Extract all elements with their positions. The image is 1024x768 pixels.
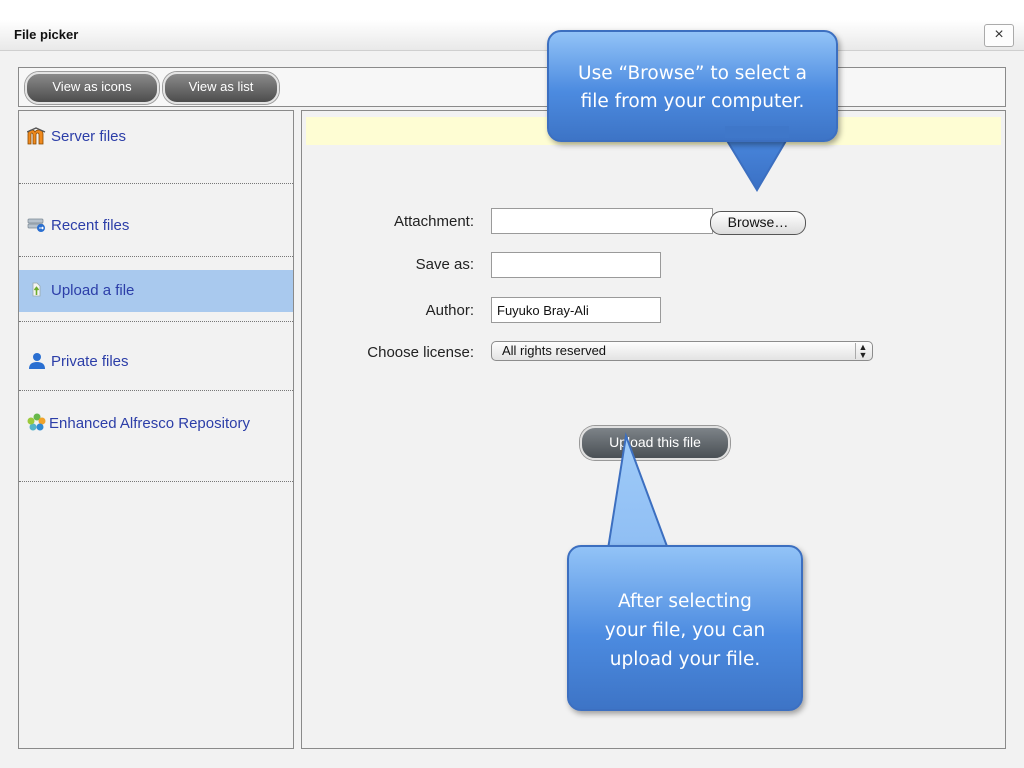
sidebar-item-server-files[interactable]: Server files xyxy=(19,111,293,184)
title-bar: File picker × xyxy=(0,20,1024,51)
browse-button[interactable]: Browse… xyxy=(710,211,806,235)
selected-highlight xyxy=(19,270,293,312)
sidebar-item-upload-a-file[interactable]: Upload a file xyxy=(19,257,293,322)
sidebar-item-private-files[interactable]: Private files xyxy=(19,322,293,391)
view-as-list-button[interactable]: View as list xyxy=(163,72,279,104)
upload-file-button[interactable]: Upload this file xyxy=(580,426,730,460)
sidebar-item-label: Enhanced Alfresco Repository xyxy=(49,415,250,432)
view-as-icons-button[interactable]: View as icons xyxy=(25,72,159,104)
sidebar-item-recent-files[interactable]: Recent files xyxy=(19,184,293,257)
author-field[interactable] xyxy=(491,297,661,323)
repository-sidebar: Server files Recent files U xyxy=(18,110,294,749)
callout-line: Use “Browse” to select a xyxy=(578,63,807,84)
upload-hint-callout: After selecting your file, you can uploa… xyxy=(567,545,803,711)
alfresco-icon xyxy=(27,413,46,431)
moodle-icon xyxy=(27,127,46,145)
callout-line: upload your file. xyxy=(609,649,761,670)
browse-hint-callout: Use “Browse” to select a file from your … xyxy=(547,30,838,142)
author-label: Author: xyxy=(425,302,474,319)
sidebar-item-label: Server files xyxy=(51,127,127,145)
save-as-field[interactable] xyxy=(491,252,661,278)
license-select[interactable]: All rights reserved ▲▼ xyxy=(491,341,873,361)
view-toolbar: View as icons View as list xyxy=(18,67,1006,107)
file-picker-dialog: File picker × View as icons View as list… xyxy=(0,20,1024,768)
close-button[interactable]: × xyxy=(984,24,1014,47)
dialog-title: File picker xyxy=(14,27,79,42)
sidebar-item-label: Recent files xyxy=(51,216,130,234)
attachment-label: Attachment: xyxy=(393,213,474,230)
sidebar-item-enhanced-alfresco-repository[interactable]: Enhanced Alfresco Repository xyxy=(19,391,293,482)
save-as-label: Save as: xyxy=(415,256,474,273)
close-icon: × xyxy=(994,26,1004,43)
license-label: Choose license: xyxy=(367,344,474,361)
license-select-value: All rights reserved xyxy=(502,343,607,358)
attachment-field[interactable] xyxy=(491,208,713,234)
sidebar-item-label: Upload a file xyxy=(51,281,135,299)
select-arrows-icon: ▲▼ xyxy=(855,343,870,360)
upload-icon xyxy=(32,282,41,297)
callout-line: your file, you can xyxy=(604,620,766,641)
callout-line: After selecting xyxy=(618,591,752,612)
user-icon xyxy=(29,353,45,369)
sidebar-item-label: Private files xyxy=(51,352,129,370)
recent-files-icon xyxy=(27,218,45,232)
callout-line: file from your computer. xyxy=(580,91,805,112)
